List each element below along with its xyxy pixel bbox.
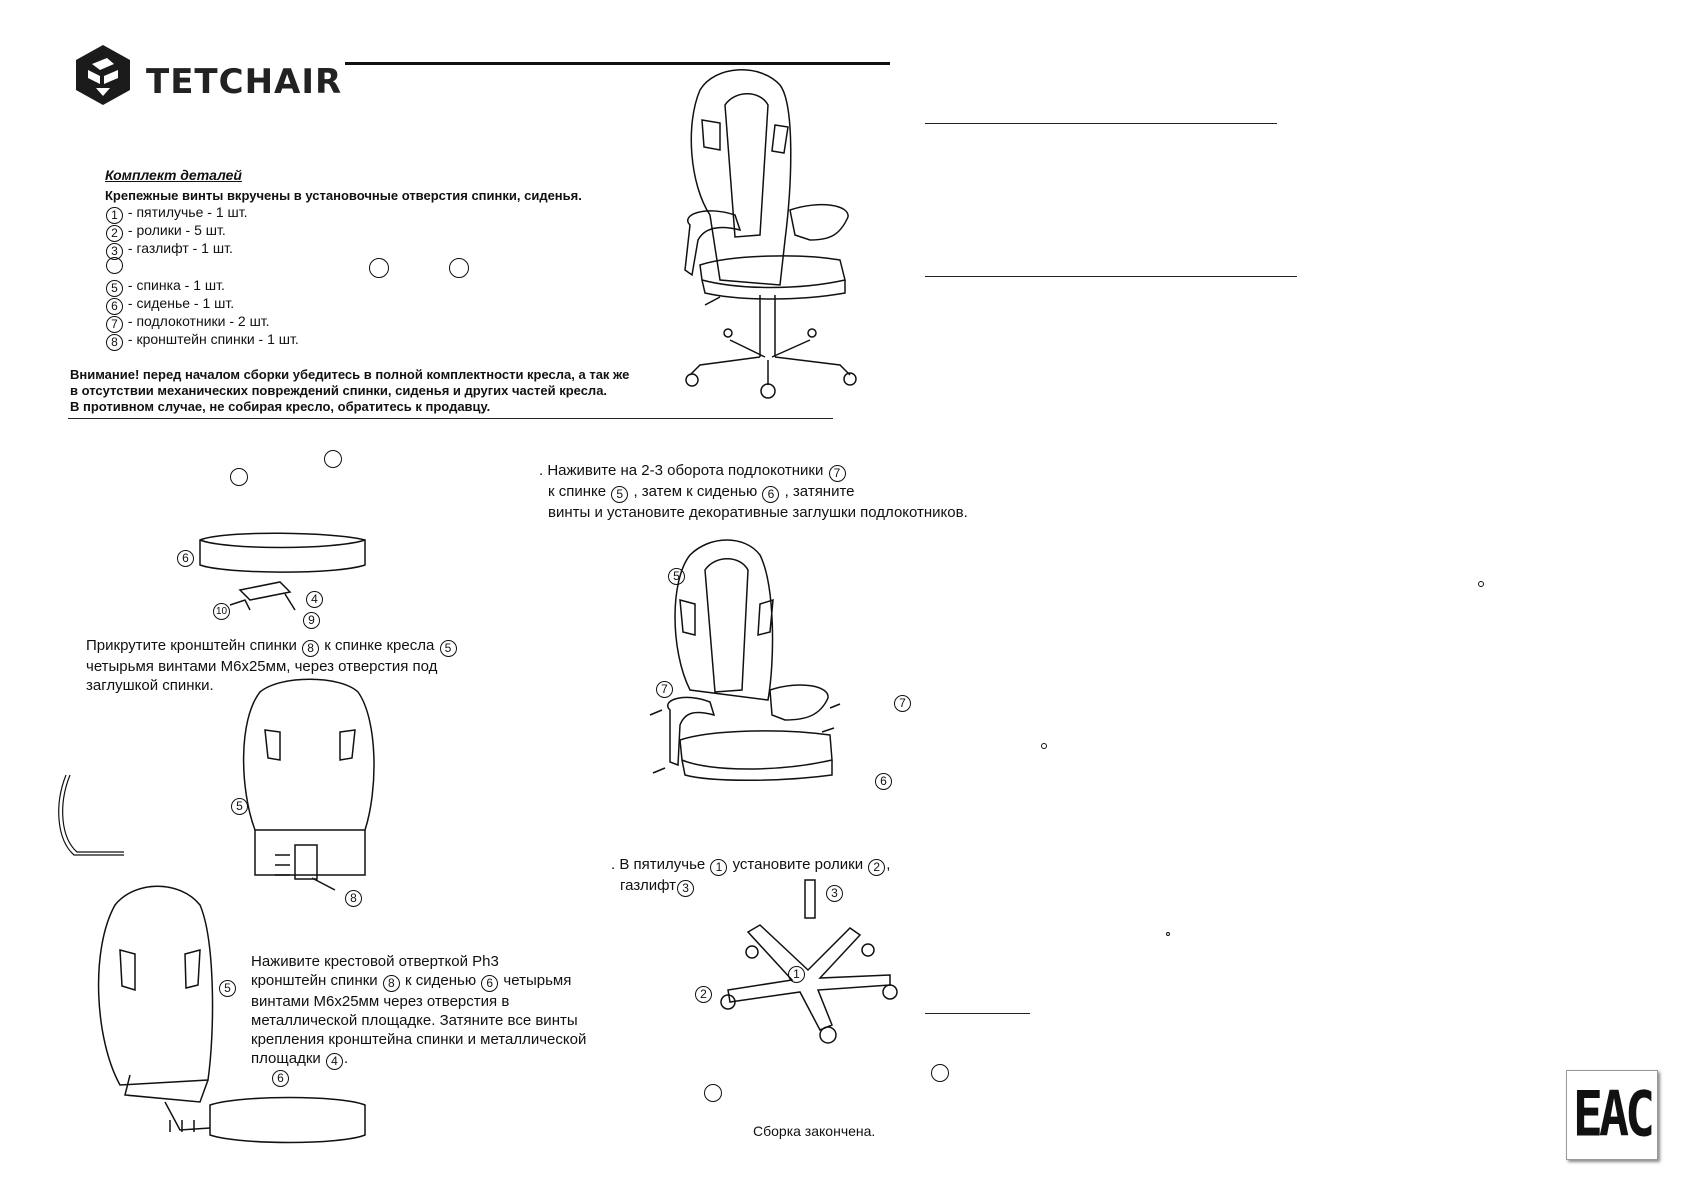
warning-line: в отсутствии механических повреждений сп…: [70, 383, 608, 398]
empty-marker: [449, 258, 469, 278]
step-base-text: . В пятилучье 1 установите ролики 2, газ…: [611, 855, 890, 897]
parts-item-text: - кронштейн спинки - 1 шт.: [127, 331, 299, 347]
empty-marker: [324, 450, 342, 468]
parts-item-number: 5: [106, 280, 123, 297]
callout-base: 1: [788, 966, 805, 983]
step-armrests-line: винты и установите декоративные заглушки…: [548, 504, 968, 521]
callout-number: 5: [611, 486, 629, 503]
callout-number: 4: [325, 1053, 343, 1070]
parts-item: [105, 257, 124, 277]
parts-item-text: - сиденье - 1 шт.: [127, 295, 235, 311]
callout-armrest-right: 7: [894, 695, 911, 712]
parts-item-text: - ролики - 5 шт.: [127, 222, 226, 238]
dot-marker: [1478, 581, 1484, 587]
parts-item-number: 8: [106, 334, 123, 351]
seat-plate-drawing: [195, 530, 370, 625]
warning-line: В противном случае, не собирая кресло, о…: [70, 399, 491, 414]
callout-plate: 4: [306, 591, 323, 608]
blank-line: [925, 276, 1297, 277]
parts-item: 7 - подлокотники - 2 шт.: [105, 312, 270, 333]
step-seat-line: площадки 4.: [251, 1050, 349, 1070]
callout-lever: 10: [213, 603, 230, 620]
callout-gaslift: 3: [826, 885, 843, 902]
step-armrests-line: к спинке 5 , затем к сиденью 6 , затянит…: [548, 483, 855, 503]
callout-number: 3: [677, 880, 695, 897]
step-bracket-text: Прикрутите кронштейн спинки 8 к спинке к…: [86, 636, 458, 695]
callout-back: 5: [219, 980, 236, 997]
callout-seat: 6: [177, 550, 194, 567]
blank-line: [925, 123, 1277, 124]
empty-marker: [369, 258, 389, 278]
callout-back: 5: [231, 798, 248, 815]
step-seat-line: Наживите крестовой отверткой Ph3: [251, 953, 499, 970]
callout-number: 2: [868, 859, 886, 876]
dot-marker: [1166, 932, 1170, 936]
callout-number: 8: [302, 640, 320, 657]
parts-item-number: [106, 257, 123, 274]
parts-item-number: 7: [106, 316, 123, 333]
step-armrests-line: . Наживите на 2-3 оборота подлокотники 7: [539, 461, 968, 482]
callout-number: 1: [710, 859, 728, 876]
callout-caster: 2: [695, 986, 712, 1003]
section-divider: [68, 418, 833, 419]
callout-screw: 9: [303, 612, 320, 629]
eac-mark: EAC: [1566, 1070, 1658, 1160]
step-bracket-line: заглушкой спинки.: [86, 677, 214, 694]
brand-name: TETCHAIR: [146, 62, 343, 102]
dot-marker: [1041, 743, 1047, 749]
blank-line: [925, 1013, 1030, 1014]
callout-number: 6: [481, 975, 499, 992]
step-base-line: . В пятилучье 1 установите ролики 2,: [611, 856, 891, 876]
callout-number: 7: [828, 465, 846, 482]
parts-item: 6 - сиденье - 1 шт.: [105, 294, 234, 315]
parts-item: 1 - пятилучье - 1 шт.: [105, 203, 247, 224]
header-rule: [345, 62, 890, 65]
callout-seat: 6: [272, 1070, 289, 1087]
empty-marker: [931, 1064, 949, 1082]
margin-curve: [52, 770, 127, 860]
step-seat-text: Наживите крестовой отверткой Ph3 кронште…: [251, 952, 586, 1070]
armrests-drawing: [650, 540, 900, 790]
step-bracket-line: Прикрутите кронштейн спинки 8 к спинке к…: [86, 636, 458, 657]
parts-title: Комплект деталей: [105, 167, 242, 183]
parts-item: 5 - спинка - 1 шт.: [105, 276, 225, 297]
step-seat-line: винтами М6х25мм через отверстия в: [251, 993, 510, 1010]
callout-armrest-left: 7: [656, 681, 673, 698]
callout-seat: 6: [875, 773, 892, 790]
eac-mark-text: EAC: [1572, 1077, 1655, 1151]
step-armrests-text: . Наживите на 2-3 оборота подлокотники 7…: [539, 461, 968, 522]
backrest-drawing: [240, 680, 380, 885]
parts-item-number: 6: [106, 298, 123, 315]
warning-line: Внимание! перед началом сборки убедитесь…: [70, 367, 630, 382]
parts-item: 3 - газлифт - 1 шт.: [105, 239, 233, 260]
back-seat-drawing: [90, 880, 390, 1140]
callout-number: 6: [762, 486, 780, 503]
step-bracket-line: четырьмя винтами М6х25мм, через отверсти…: [86, 658, 438, 675]
empty-marker: [230, 468, 248, 486]
callout-back: 5: [668, 568, 685, 585]
parts-item: 2 - ролики - 5 шт.: [105, 221, 226, 242]
callout-number: 5: [439, 640, 457, 657]
parts-item-number: 1: [106, 207, 123, 224]
tetchair-logo-icon: [76, 45, 130, 105]
callout-number: 8: [382, 975, 400, 992]
parts-item-text: - подлокотники - 2 шт.: [127, 313, 270, 329]
step-seat-line: крепления кронштейна спинки и металличес…: [251, 1031, 587, 1048]
parts-item-text: - газлифт - 1 шт.: [127, 240, 233, 256]
chair-overview-drawing: [680, 65, 870, 405]
parts-item: 8 - кронштейн спинки - 1 шт.: [105, 330, 299, 351]
parts-item-number: 2: [106, 225, 123, 242]
parts-note: Крепежные винты вкручены в установочные …: [105, 188, 582, 203]
assembly-complete-text: Сборка закончена.: [753, 1123, 876, 1139]
callout-bracket: 8: [345, 890, 362, 907]
empty-marker: [704, 1084, 722, 1102]
step-seat-line: металлической площадке. Затяните все вин…: [251, 1012, 578, 1029]
parts-item-text: - спинка - 1 шт.: [127, 277, 225, 293]
parts-item-text: - пятилучье - 1 шт.: [127, 204, 248, 220]
base-casters-drawing: [700, 880, 920, 1040]
step-seat-line: кронштейн спинки 8 к сиденью 6 четырьмя: [251, 972, 572, 992]
